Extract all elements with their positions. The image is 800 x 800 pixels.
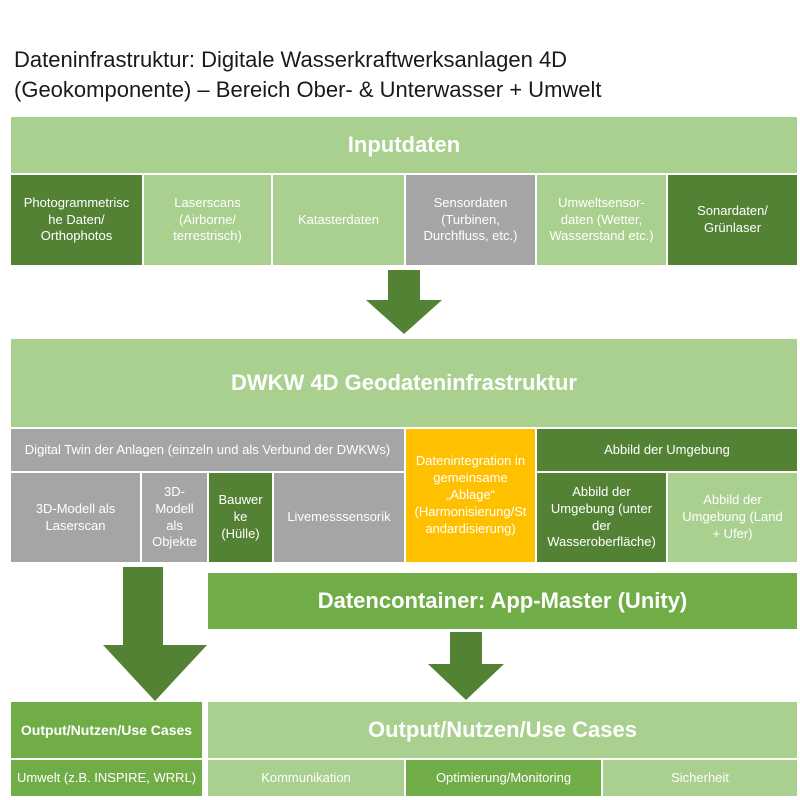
output-left-header: Output/Nutzen/Use Cases (10, 701, 203, 759)
output-left-item-umwelt: Umwelt (z.B. INSPIRE, WRRL) (10, 759, 203, 797)
output-item-sicherheit: Sicherheit (602, 759, 798, 797)
twin-item-livemesssensorik: Livemesssensorik (273, 472, 405, 563)
twin-item-bauwerke: Bauwer ke (Hülle) (208, 472, 273, 563)
output-right-header: Output/Nutzen/Use Cases (207, 701, 798, 759)
twin-item-object-model: 3D- Modell als Objekte (141, 472, 208, 563)
input-item-laserscans: Laserscans (Airborne/ terrestrisch) (143, 174, 272, 266)
input-item-sonar: Sonardaten/ Grünlaser (667, 174, 798, 266)
twin-item-laserscan-model: 3D-Modell als Laserscan (10, 472, 141, 563)
environment-label: Abbild der Umgebung (536, 428, 798, 472)
output-item-optimierung: Optimierung/Monitoring (405, 759, 602, 797)
datencontainer-box: Datencontainer: App-Master (Unity) (207, 572, 798, 630)
input-item-photogrammetry: Photogrammetrisc he Daten/ Orthophotos (10, 174, 143, 266)
output-item-kommunikation: Kommunikation (207, 759, 405, 797)
diagram-title: Dateninfrastruktur: Digitale Wasserkraft… (14, 47, 602, 102)
down-arrow-icon (366, 270, 442, 334)
data-integration-box: Datenintegration in gemeinsame „Ablage“ … (405, 428, 536, 563)
down-arrow-left-icon (103, 567, 207, 701)
env-item-land-shore: Abbild der Umgebung (Land + Ufer) (667, 472, 798, 563)
infra-header: DWKW 4D Geodateninfrastruktur (10, 338, 798, 428)
input-item-umweltsensor: Umweltsensor- daten (Wetter, Wasserstand… (536, 174, 667, 266)
input-item-kataster: Katasterdaten (272, 174, 405, 266)
env-item-underwater: Abbild der Umgebung (unter der Wasserobe… (536, 472, 667, 563)
input-header: Inputdaten (10, 116, 798, 174)
input-item-sensordaten: Sensordaten (Turbinen, Durchfluss, etc.) (405, 174, 536, 266)
digital-twin-label: Digital Twin der Anlagen (einzeln und al… (10, 428, 405, 472)
down-arrow-right-icon (428, 632, 504, 700)
